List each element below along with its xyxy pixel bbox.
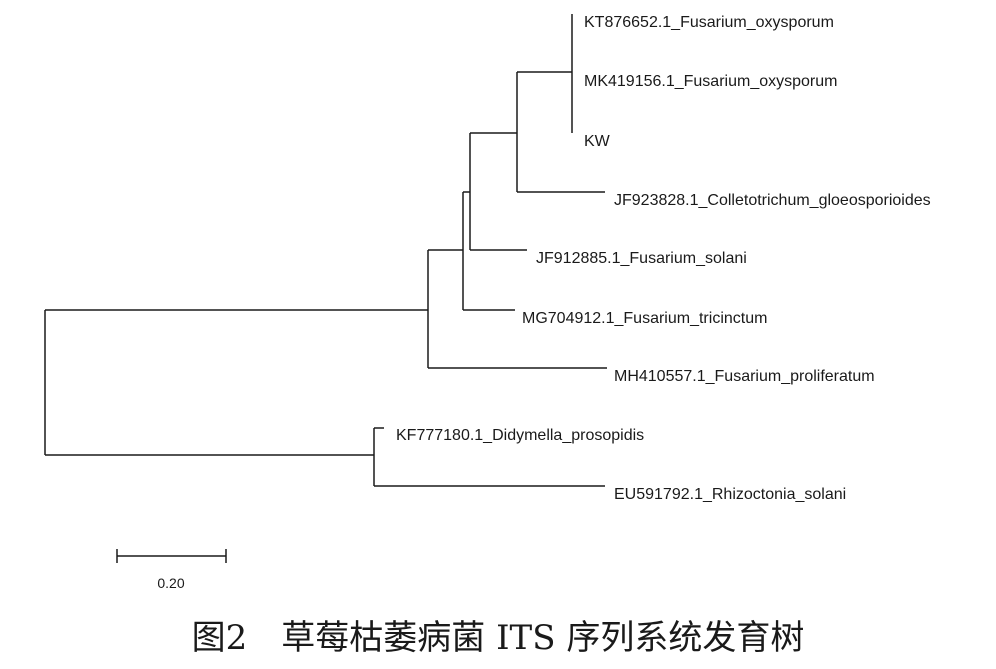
taxon-label: JF912885.1_Fusarium_solani bbox=[536, 250, 747, 267]
taxon-label: JF923828.1_Colletotrichum_gloeosporioide… bbox=[614, 192, 931, 209]
taxon-labels: KT876652.1_Fusarium_oxysporum MK419156.1… bbox=[157, 14, 930, 591]
figure-caption: 图2 草莓枯萎病菌 ITS 序列系统发育树 bbox=[191, 618, 805, 658]
taxon-label: MH410557.1_Fusarium_proliferatum bbox=[614, 368, 875, 385]
taxon-label: EU591792.1_Rhizoctonia_solani bbox=[614, 486, 846, 503]
phylogenetic-tree: KT876652.1_Fusarium_oxysporum MK419156.1… bbox=[44, 14, 931, 591]
taxon-label: KW bbox=[584, 133, 611, 150]
taxon-label: MG704912.1_Fusarium_tricinctum bbox=[522, 310, 767, 327]
taxon-label: KF777180.1_Didymella_prosopidis bbox=[396, 427, 644, 444]
tree-branches bbox=[44, 14, 607, 563]
taxon-label: MK419156.1_Fusarium_oxysporum bbox=[584, 73, 837, 90]
taxon-label: KT876652.1_Fusarium_oxysporum bbox=[584, 14, 834, 31]
scale-bar-label: 0.20 bbox=[157, 575, 184, 591]
